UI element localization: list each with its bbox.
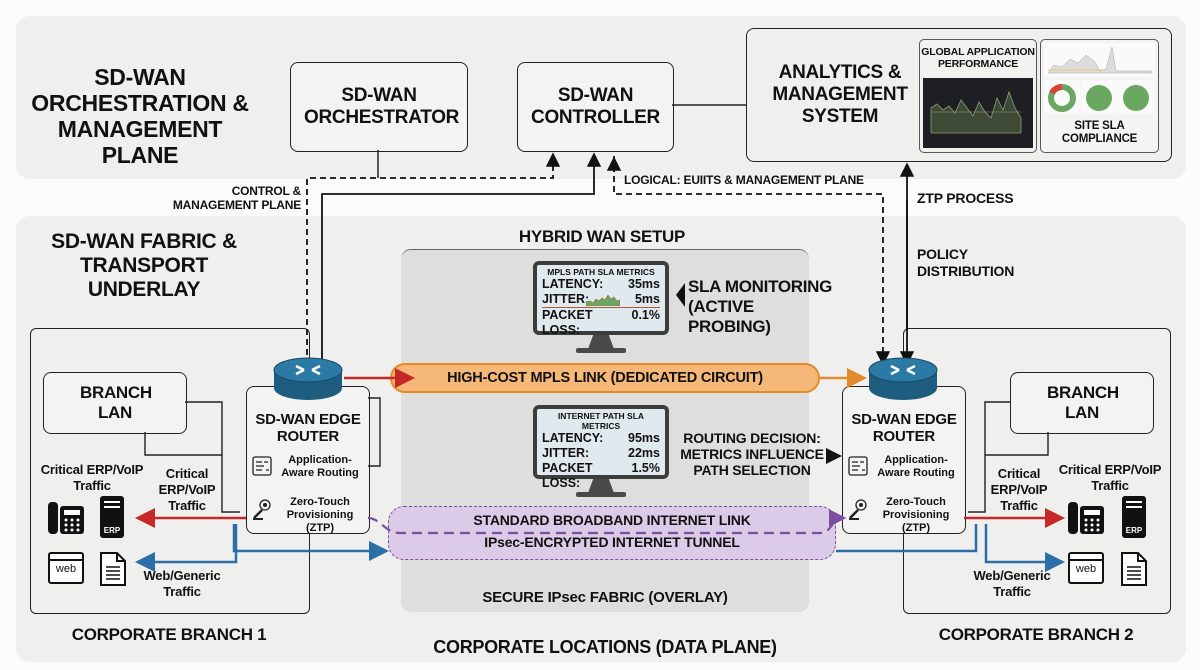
branch-1-erp-server-icon: ERP: [100, 496, 124, 538]
hybrid-wan-title: HYBRID WAN SETUP: [518, 227, 686, 246]
branch-1-lan-label: BRANCH LAN: [80, 383, 152, 422]
branch-2-web-label: Web/Generic Traffic: [973, 568, 1051, 599]
overlay-label: SECURE IPsec FABRIC (OVERLAY): [482, 589, 728, 606]
performance-chart-thumbnail: [923, 78, 1033, 148]
mpls-metrics-title: MPLS PATH SLA METRICS: [547, 267, 655, 277]
sla-monitoring-label: SLA MONITORING (ACTIVE PROBING): [688, 277, 833, 336]
branch-2-erp-badge: ERP: [1125, 526, 1143, 535]
ztp-touch-icon: [849, 499, 867, 520]
branch-2-router-icon: [867, 356, 939, 407]
fabric-title: SD-WAN FABRIC & TRANSPORT UNDERLAY: [51, 230, 237, 301]
ztp-touch-icon: [253, 499, 271, 520]
mpls-monitor-base: [576, 348, 626, 353]
sla-compliance-thumbnail: [1044, 43, 1155, 113]
internet-monitor-base: [576, 492, 626, 497]
branch-2-name: CORPORATE BRANCH 2: [938, 625, 1134, 644]
branch-2-critical-label: Critical ERP/VoIP Traffic: [1058, 462, 1162, 493]
jitter-sparkline: [586, 294, 620, 306]
analytics-label: ANALYTICS & MANAGEMENT SYSTEM: [772, 62, 908, 127]
branch-1-phone-icon: [48, 500, 86, 541]
branch-1-lan[interactable]: BRANCH LAN: [43, 372, 187, 434]
branch-2-erp-server-icon: ERP: [1122, 496, 1146, 538]
branch-1-web-label: Web/Generic Traffic: [143, 568, 221, 599]
branch-2-edge-title: SD-WAN EDGE ROUTER: [851, 411, 957, 445]
orchestrator-label: SD-WAN ORCHESTRATOR: [304, 85, 460, 128]
internet-monitor-stand: [588, 479, 614, 493]
branch-1-critical-arrow-label: Critical ERP/VoIP Traffic: [158, 466, 216, 513]
branch-1-router-icon: [272, 356, 344, 407]
mpls-link-pipe[interactable]: HIGH-COST MPLS LINK (DEDICATED CIRCUIT): [390, 363, 820, 393]
analytics-box[interactable]: ANALYTICS & MANAGEMENT SYSTEM GLOBAL APP…: [746, 28, 1172, 162]
orchestrator-box[interactable]: SD-WAN ORCHESTRATOR: [290, 62, 468, 152]
broadband-link-label: STANDARD BROADBAND INTERNET LINK: [473, 512, 751, 528]
internet-packet-loss-row: PACKET LOSS:1.5%: [542, 461, 660, 490]
branch-2-edge-router[interactable]: SD-WAN EDGE ROUTER: [842, 386, 966, 534]
routing-decision-label: ROUTING DECISION: METRICS INFLUENCE PATH…: [680, 430, 824, 478]
controller-label: SD-WAN CONTROLLER: [531, 85, 660, 128]
branch-2-ztp-feature: Zero-Touch Provisioning (ZTP): [846, 496, 964, 534]
mpls-jitter-row: JITTER: 5ms: [542, 292, 660, 306]
branch-2-ztp-label: Zero-Touch Provisioning (ZTP): [882, 496, 950, 534]
branch-1-critical-label: Critical ERP/VoIP Traffic: [40, 462, 144, 493]
branch-2-web-browser-icon: web: [1068, 552, 1104, 584]
mpls-latency-row: LATENCY:35ms: [542, 277, 660, 291]
branch-1-web-badge: web: [55, 563, 77, 575]
branch-1-edge-title: SD-WAN EDGE ROUTER: [255, 411, 361, 445]
branch-1-routing-label: Application-Aware Routing: [281, 454, 359, 479]
internet-tunnel-pipe[interactable]: STANDARD BROADBAND INTERNET LINK IPsec-E…: [388, 506, 836, 560]
dashboard-sla-compliance[interactable]: SITE SLA COMPLIANCE: [1040, 39, 1159, 153]
orchestration-plane-title: SD-WAN ORCHESTRATION & MANAGEMENT PLANE: [31, 64, 249, 168]
branch-2-critical-arrow-label: Critical ERP/VoIP Traffic: [990, 466, 1048, 513]
app-routing-icon: [848, 456, 868, 476]
dashboard-app-performance[interactable]: GLOBAL APPLICATION PERFORMANCE: [919, 39, 1037, 153]
branch-1-ztp-feature: Zero-Touch Provisioning (ZTP): [250, 496, 368, 534]
sla-monitoring-pointer-icon: [676, 283, 685, 307]
branch-2-web-badge: web: [1075, 563, 1097, 575]
mpls-packet-loss-row: PACKET LOSS:0.1%: [542, 307, 660, 337]
branch-1-ztp-label: Zero-Touch Provisioning (ZTP): [286, 496, 354, 534]
branch-1-document-icon: [99, 551, 127, 592]
sla-pie-3: [1123, 85, 1149, 111]
dashboard-app-performance-title: GLOBAL APPLICATION PERFORMANCE: [921, 46, 1035, 70]
branch-2-routing-label: Application-Aware Routing: [877, 454, 955, 479]
dashboard-sla-compliance-title: SITE SLA COMPLIANCE: [1061, 120, 1138, 145]
branch-2-lan[interactable]: BRANCH LAN: [1010, 372, 1154, 434]
control-management-plane-label: CONTROL & MANAGEMENT PLANE: [172, 184, 301, 212]
controller-box[interactable]: SD-WAN CONTROLLER: [517, 62, 674, 152]
branch-2-phone-icon: [1068, 500, 1106, 541]
policy-distribution-label: POLICY DISTRIBUTION: [917, 246, 1015, 279]
internet-metrics-title: INTERNET PATH SLA METRICS: [557, 411, 645, 431]
branch-2-lan-label: BRANCH LAN: [1047, 383, 1119, 422]
branch-1-routing-feature: Application-Aware Routing: [250, 454, 368, 484]
logical-events-management-label: LOGICAL: EUIITS & MANAGEMENT PLANE: [624, 173, 864, 187]
ztp-process-label: ZTP PROCESS: [917, 190, 1014, 206]
internet-latency-row: LATENCY:95ms: [542, 431, 660, 445]
internet-jitter-row: JITTER:22ms: [542, 446, 660, 460]
ipsec-tunnel-label: IPsec-ENCRYPTED INTERNET TUNNEL: [484, 534, 740, 550]
data-plane-label: CORPORATE LOCATIONS (DATA PLANE): [433, 637, 777, 657]
branch-1-erp-badge: ERP: [103, 526, 121, 535]
internet-metrics-monitor: INTERNET PATH SLA METRICS LATENCY:95ms J…: [533, 405, 669, 490]
branch-1-name: CORPORATE BRANCH 1: [71, 625, 267, 644]
branch-1-web-browser-icon: web: [48, 552, 84, 584]
sla-pie-2: [1086, 85, 1112, 111]
mpls-metrics-monitor: MPLS PATH SLA METRICS LATENCY:35ms JITTE…: [533, 261, 669, 337]
branch-2-document-icon: [1120, 551, 1148, 592]
app-routing-icon: [252, 456, 272, 476]
mpls-link-label: HIGH-COST MPLS LINK (DEDICATED CIRCUIT): [447, 370, 763, 386]
branch-2-routing-feature: Application-Aware Routing: [846, 454, 964, 484]
